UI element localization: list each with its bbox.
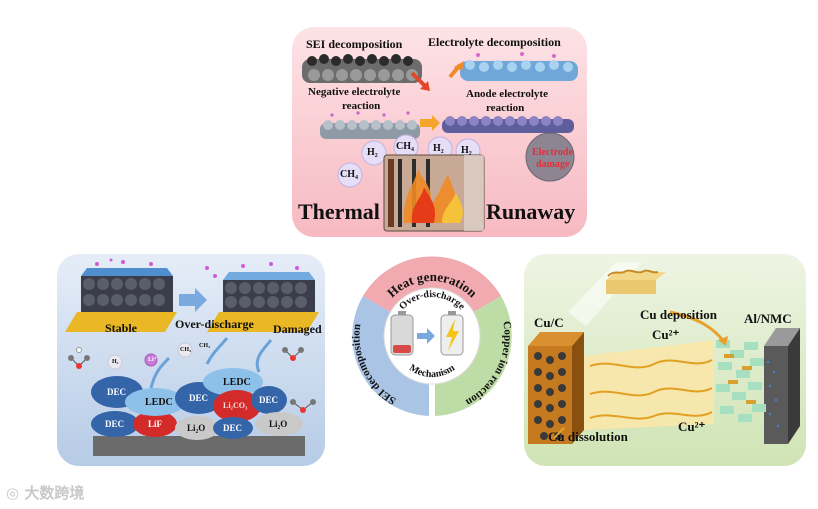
h2-label: H₂ xyxy=(112,359,118,365)
negative-electrolyte-label: Negative electrolyte xyxy=(308,87,400,98)
battery-low-icon xyxy=(391,311,413,355)
stable-label: Stable xyxy=(105,322,137,334)
cu-ion-label: Cu²⁺ xyxy=(652,328,679,341)
anode-reaction-label: reaction xyxy=(486,103,524,114)
sei-decomposition-panel: Stable Over-discharge Damaged H₂ Li⁺ CH₄… xyxy=(57,254,325,466)
electrolyte-decomposition-label: Electrolyte decomposition xyxy=(428,36,561,48)
gas-ch4-label: CH₄ xyxy=(396,142,414,152)
gas-h2-label: H₂ xyxy=(367,148,378,158)
battery-charge-icon xyxy=(441,311,463,355)
right-arrow-icon xyxy=(179,288,207,312)
li2co3-label: Li₂CO₃ xyxy=(223,402,247,410)
anode-electrolyte-label: Anode electrolyte xyxy=(466,89,548,100)
cu-dissolution-label: Cu dissolution xyxy=(548,430,628,443)
dec-label: DEC xyxy=(107,388,126,397)
watermark-logo-icon: ◎ xyxy=(6,484,19,502)
electrode-damage-label: Electrode xyxy=(532,148,573,158)
mechanism-wheel: Heat generation Over-discharge SEI decom… xyxy=(349,253,515,419)
li2o-label: Li₂O xyxy=(269,420,287,429)
molecule-icon xyxy=(290,399,316,413)
negative-reaction-label: reaction xyxy=(342,101,380,112)
electrolyte-decomposition-layer xyxy=(460,52,578,81)
copper-ion-panel: Cu/C Cu deposition Al/NMC Cu²⁺ Cu²⁺ Cu d… xyxy=(524,254,806,466)
right-arrow-icon xyxy=(420,115,440,131)
ch4-label: CH₄ xyxy=(199,343,210,349)
li-ion-label: Li⁺ xyxy=(148,357,157,363)
dec-label: DEC xyxy=(259,396,278,405)
sei-decomposition-label: SEI decomposition xyxy=(306,38,402,50)
thermal-runaway-panel: SEI decomposition Electrolyte decomposit… xyxy=(292,27,587,237)
dec-label: DEC xyxy=(105,420,124,429)
cu-c-label: Cu/C xyxy=(534,316,564,329)
electrode-damage-label: damage xyxy=(536,160,569,170)
over-discharge-label: Over-discharge xyxy=(175,318,254,330)
cu-deposition-label: Cu deposition xyxy=(640,308,717,321)
ch4-label: CH₄ xyxy=(180,347,191,353)
gas-h2-label: H₂ xyxy=(461,146,472,156)
thermal-title: Thermal xyxy=(298,201,380,223)
al-nmc-label: Al/NMC xyxy=(744,312,792,325)
lif-label: LiF xyxy=(148,420,162,429)
damaged-label: Damaged xyxy=(273,323,322,335)
watermark: ◎ 大数跨境 xyxy=(6,482,84,503)
al-nmc-electrode xyxy=(716,328,800,444)
ion-migration-band xyxy=(584,340,714,430)
burning-battery-icon xyxy=(384,155,484,231)
gas-h2-label: H₂ xyxy=(433,144,444,154)
copper-foil-inset xyxy=(606,271,666,294)
molecule-icon xyxy=(282,347,304,361)
dec-label: DEC xyxy=(189,394,208,403)
cu-ion-label: Cu²⁺ xyxy=(678,420,705,433)
sei-decomposition-layer xyxy=(302,54,422,83)
runaway-title: Runaway xyxy=(486,201,575,223)
ledc-label: LEDC xyxy=(223,378,251,388)
molecule-icon xyxy=(68,348,90,370)
ledc-label: LEDC xyxy=(145,398,173,408)
watermark-text: 大数跨境 xyxy=(24,484,84,502)
anode-electrolyte-layer xyxy=(442,116,574,133)
gas-ch4-label: CH₄ xyxy=(340,170,358,180)
li2o-label: Li₂O xyxy=(187,424,205,433)
sei-decomposition-illustration xyxy=(57,254,325,466)
cu-c-electrode xyxy=(528,332,584,444)
dec-label: DEC xyxy=(223,424,242,433)
